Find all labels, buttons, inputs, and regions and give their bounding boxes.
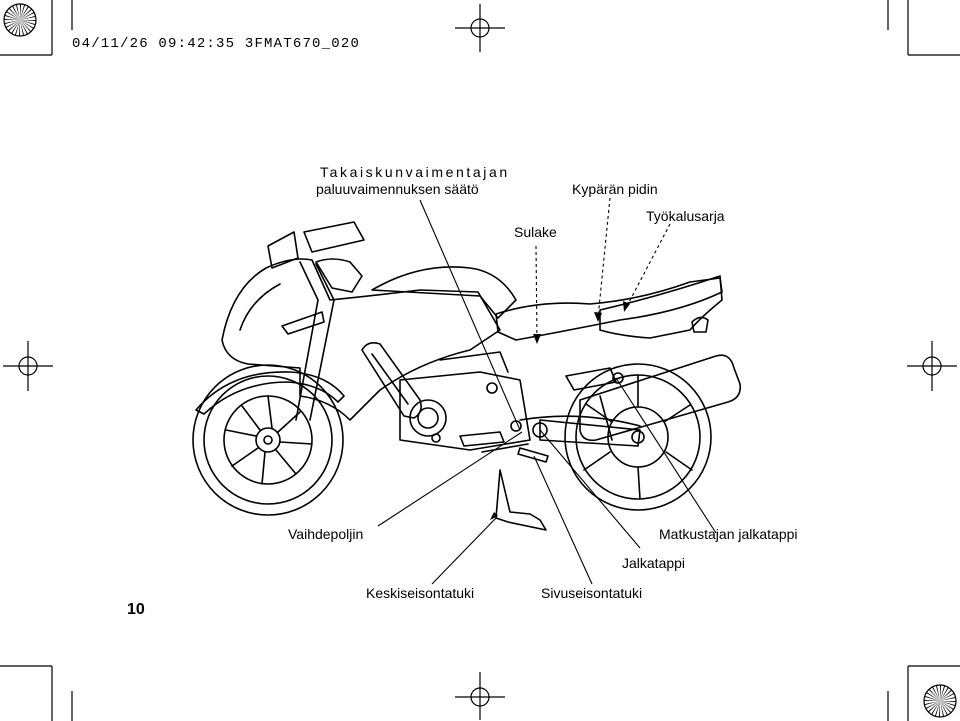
label-tool-kit: Työkalusarja xyxy=(646,208,725,224)
starburst-ray xyxy=(20,6,29,20)
tail-light xyxy=(691,316,709,333)
starburst-ray xyxy=(20,20,34,29)
front-fairing xyxy=(221,258,501,421)
starburst-ray xyxy=(926,692,940,701)
label-rear-damping-line2: paluuvaimennuksen säätö xyxy=(316,181,479,197)
header-date: 04/11/26 xyxy=(72,36,149,52)
starburst-ray xyxy=(940,701,952,714)
starburst-ray xyxy=(940,701,948,716)
starburst-ray xyxy=(20,4,26,20)
starburst-ray xyxy=(4,20,20,25)
motorcycle-illustration xyxy=(192,221,742,531)
center-stand xyxy=(495,469,547,531)
starburst-ray xyxy=(4,18,20,20)
starburst-ray xyxy=(940,701,956,707)
fairing-vent xyxy=(361,342,422,419)
front-fender xyxy=(195,371,345,415)
fuel-tank xyxy=(371,266,517,319)
rear-wheel xyxy=(564,363,712,511)
starburst-ray xyxy=(7,20,20,32)
starburst-ray xyxy=(932,686,940,701)
starburst-ray xyxy=(928,688,940,701)
label-side-stand: Sivuseisontatuki xyxy=(541,585,643,601)
starburst-ray xyxy=(11,20,20,34)
crosshair-mark-left-icon xyxy=(3,341,53,391)
starburst-ray xyxy=(940,701,945,717)
print-header: 04/11/26 09:42:35 3FMAT670_020 xyxy=(72,36,360,52)
starburst-ray xyxy=(18,20,20,36)
starburst-ray xyxy=(940,685,946,701)
starburst-ray xyxy=(20,8,33,20)
starburst-ray xyxy=(20,4,22,20)
label-center-stand: Keskiseisontatuki xyxy=(366,585,475,601)
muffler xyxy=(579,354,742,442)
starburst-ray xyxy=(8,7,20,20)
starburst-ray xyxy=(14,20,20,36)
starburst-ray xyxy=(940,696,956,701)
starburst-ray xyxy=(15,4,20,20)
starburst-rays xyxy=(924,685,956,717)
starburst-ray xyxy=(20,15,36,20)
starburst-ray xyxy=(20,12,35,20)
label-passenger-footpeg: Matkustajan jalkatappi xyxy=(659,526,798,542)
starburst-ray xyxy=(940,685,942,701)
starburst-ray xyxy=(940,689,953,701)
starburst-ray xyxy=(940,701,954,710)
starburst-ray xyxy=(940,701,956,703)
starburst-ray xyxy=(925,701,940,709)
starburst-ray xyxy=(20,20,36,22)
starburst-ray xyxy=(924,699,940,701)
crosshair-mark-right-icon xyxy=(907,341,957,391)
header-time: 09:42:35 xyxy=(158,36,236,52)
side-stand xyxy=(517,447,549,463)
label-fuse: Sulake xyxy=(514,224,557,240)
label-shift-lever: Vaihdepoljin xyxy=(288,526,364,542)
starburst-ray xyxy=(6,11,20,20)
starburst-ray xyxy=(924,695,940,701)
page-number: 10 xyxy=(127,601,145,618)
starburst-ray xyxy=(927,701,940,713)
starburst-ray xyxy=(5,20,21,28)
crosshair-mark-bottom-icon xyxy=(455,672,505,720)
header-code: 3FMAT670_020 xyxy=(244,36,361,52)
crosshair-mark-top-icon xyxy=(455,4,505,52)
mirror xyxy=(303,221,365,253)
starburst-ray xyxy=(938,701,940,717)
starburst-ray xyxy=(940,687,949,701)
starburst-rays xyxy=(4,4,36,36)
label-footpeg: Jalkatappi xyxy=(622,555,686,571)
engine xyxy=(399,351,531,451)
label-helmet-holder: Kypärän pidin xyxy=(572,181,658,197)
starburst-ray xyxy=(4,14,20,20)
starburst-ray xyxy=(934,701,940,717)
starburst-ray xyxy=(935,685,940,701)
starburst-ray xyxy=(12,5,20,21)
leader-lines xyxy=(377,197,717,585)
starburst-ray xyxy=(940,693,955,701)
starburst-ray xyxy=(20,20,36,26)
starburst-ray xyxy=(20,20,32,33)
starburst-ray xyxy=(931,701,940,715)
front-wheel xyxy=(192,364,344,516)
starburst-ray xyxy=(924,701,940,706)
leader-arrowheads xyxy=(490,301,630,520)
starburst-ray xyxy=(20,20,28,35)
swingarm xyxy=(539,419,641,447)
label-rear-damping-line1: Takaiskunvaimentajan xyxy=(320,164,510,180)
tail-cowl xyxy=(599,275,723,339)
starburst-ray xyxy=(20,20,25,36)
